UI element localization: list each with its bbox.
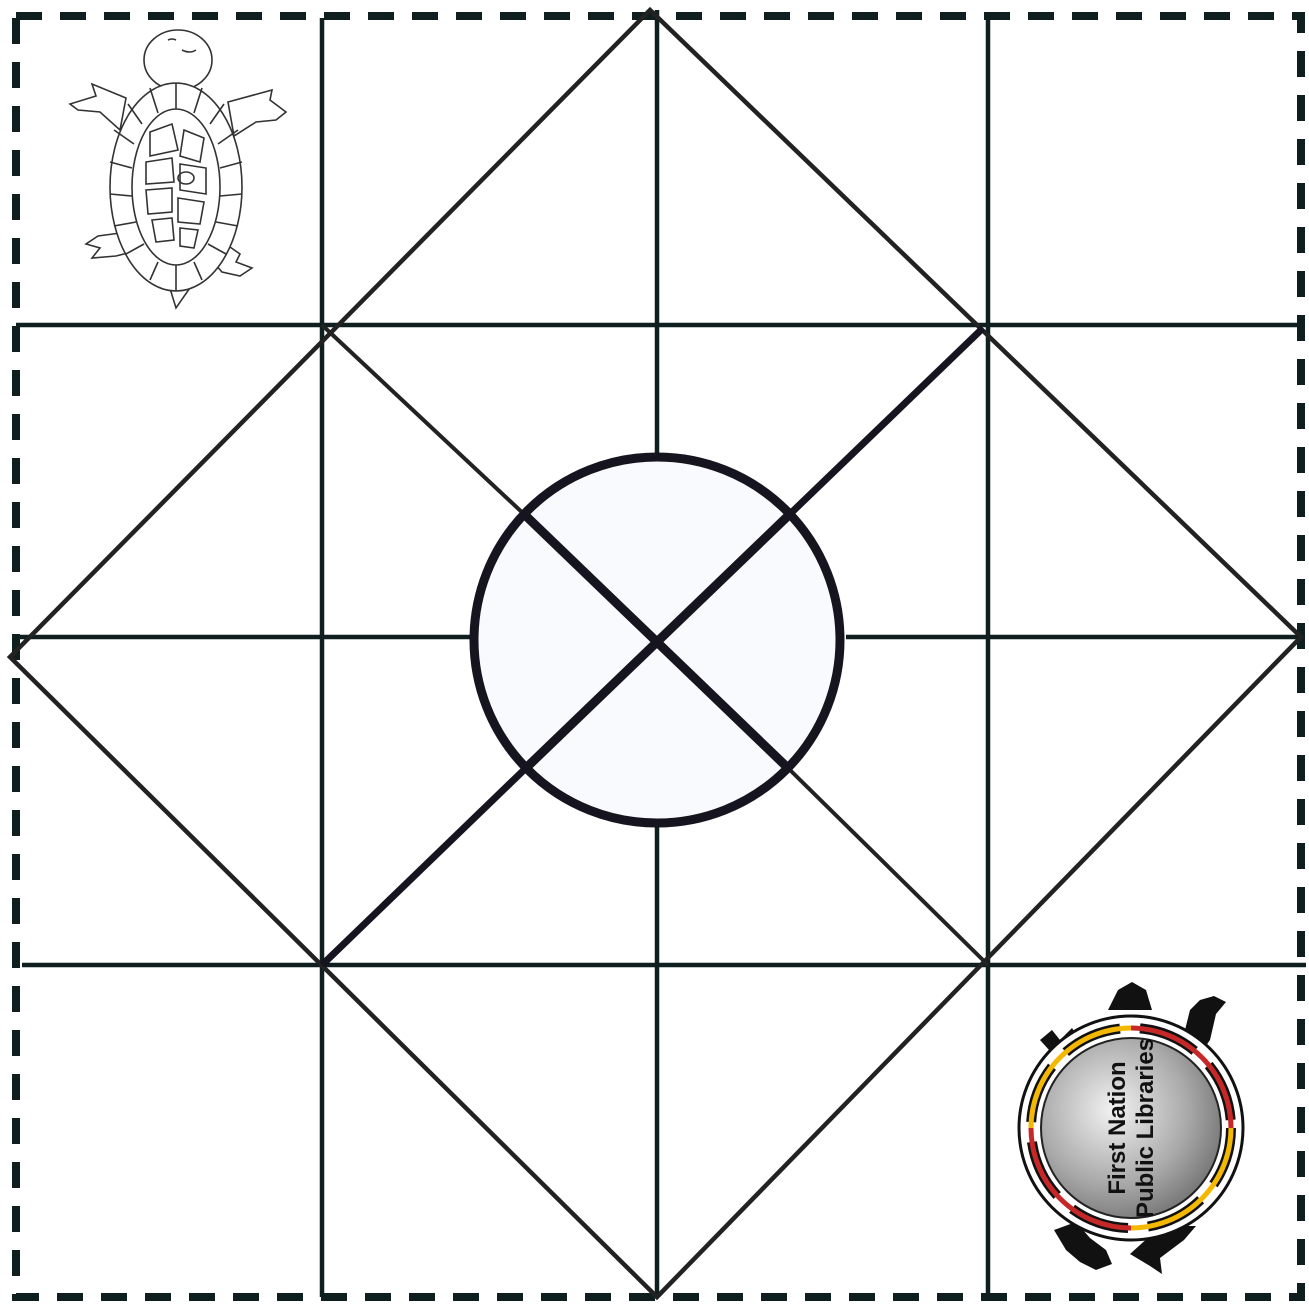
bold-diagonal-lower-left	[322, 768, 526, 965]
logo-text-line2: Public Libraries	[1132, 1038, 1159, 1218]
diagonal-lower-right	[790, 770, 988, 965]
first-nation-public-libraries-turtle-logo: First Nation Public Libraries	[1019, 982, 1243, 1274]
logo-text-line1: First Nation	[1104, 1061, 1131, 1194]
diagonal-upper-left	[322, 325, 526, 516]
turtle-outline-icon	[70, 30, 286, 308]
bold-diagonal-upper-right	[790, 328, 983, 514]
